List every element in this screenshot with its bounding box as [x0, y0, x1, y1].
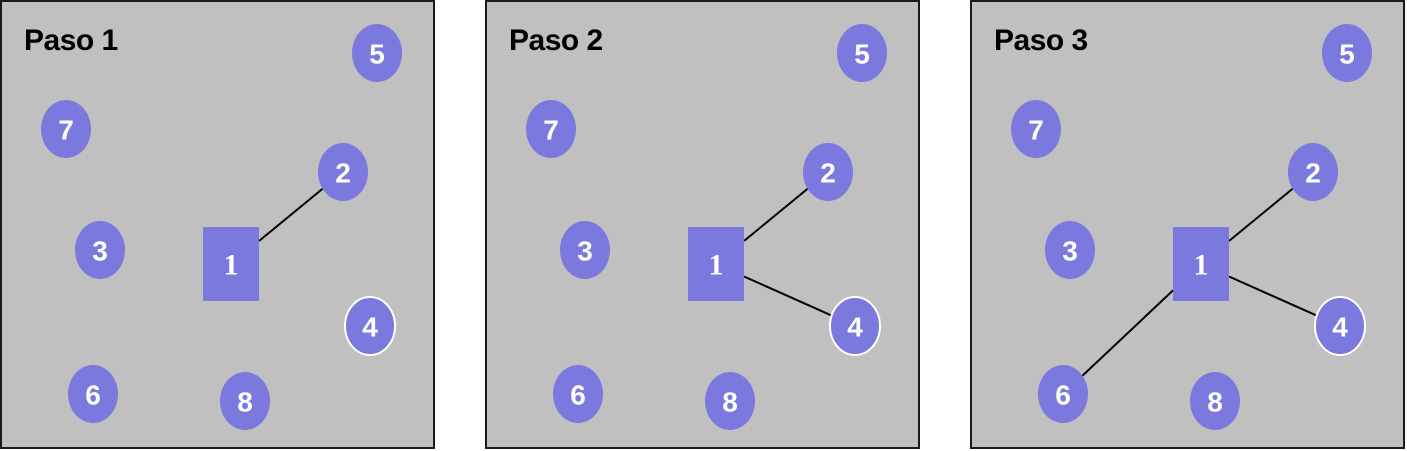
node-7-circle	[526, 100, 576, 158]
node-6-circle	[1038, 365, 1088, 423]
node-7-label: 7	[58, 115, 74, 146]
node-6-label: 6	[85, 380, 101, 411]
node-8-circle	[705, 372, 755, 430]
node-5-label: 5	[369, 39, 385, 70]
node-1-square	[1173, 227, 1229, 301]
panel-paso-3: 1 2 3 4 5 6 7 8 Paso 3	[970, 0, 1405, 449]
node-8-label: 8	[237, 387, 253, 418]
node-8-circle	[220, 372, 270, 430]
edge-1-2	[1228, 187, 1294, 242]
edge-1-6	[1081, 289, 1174, 377]
node-4-label: 4	[362, 312, 378, 343]
edge-1-2	[743, 187, 809, 242]
node-7-circle	[1011, 100, 1061, 158]
graph-canvas: 1 2 3 4 5 6 7 8	[1011, 24, 1372, 430]
node-7-label: 7	[1028, 115, 1044, 146]
node-3-circle	[560, 221, 610, 279]
node-1-label: 1	[709, 249, 724, 282]
node-5-circle	[352, 24, 402, 82]
node-5-circle	[1322, 24, 1372, 82]
node-5-label: 5	[854, 39, 870, 70]
node-2-circle	[803, 143, 853, 201]
node-1-square	[688, 227, 744, 301]
panel-paso-2: 1 2 3 4 5 6 7 8 Paso 2	[485, 0, 920, 449]
node-7-circle	[41, 100, 91, 158]
panel-paso-1: 1 2 3 4 5 6 7 8 Paso 1	[0, 0, 435, 449]
node-6-circle	[68, 365, 118, 423]
node-3-label: 3	[92, 236, 108, 267]
node-2-label: 2	[820, 158, 836, 189]
node-8-label: 8	[1207, 387, 1223, 418]
node-4-label: 4	[847, 312, 863, 343]
node-1-square	[203, 227, 259, 301]
node-7-label: 7	[543, 115, 559, 146]
panel-title: Paso 2	[509, 24, 603, 57]
node-6-label: 6	[1055, 380, 1071, 411]
edge-1-4	[743, 275, 833, 317]
node-3-circle	[75, 221, 125, 279]
node-4-circle	[344, 296, 396, 356]
node-2-label: 2	[335, 158, 351, 189]
node-6-circle	[553, 365, 603, 423]
node-4-circle	[1314, 296, 1366, 356]
node-1-label: 1	[224, 249, 239, 282]
graph-canvas: 1 2 3 4 5 6 7 8	[41, 24, 402, 430]
node-4-label: 4	[1332, 312, 1348, 343]
node-3-label: 3	[577, 236, 593, 267]
node-3-label: 3	[1062, 236, 1078, 267]
edge-1-2	[258, 187, 324, 242]
panel-title: Paso 3	[994, 24, 1088, 57]
node-8-circle	[1190, 372, 1240, 430]
node-5-circle	[837, 24, 887, 82]
graph-canvas: 1 2 3 4 5 6 7 8	[526, 24, 887, 430]
panel-title: Paso 1	[24, 24, 118, 57]
node-2-circle	[1288, 143, 1338, 201]
node-3-circle	[1045, 221, 1095, 279]
node-5-label: 5	[1339, 39, 1355, 70]
edge-1-4	[1228, 275, 1318, 317]
node-1-label: 1	[1194, 249, 1209, 282]
node-4-circle	[829, 296, 881, 356]
node-8-label: 8	[722, 387, 738, 418]
node-2-label: 2	[1305, 158, 1321, 189]
node-6-label: 6	[570, 380, 586, 411]
node-2-circle	[318, 143, 368, 201]
